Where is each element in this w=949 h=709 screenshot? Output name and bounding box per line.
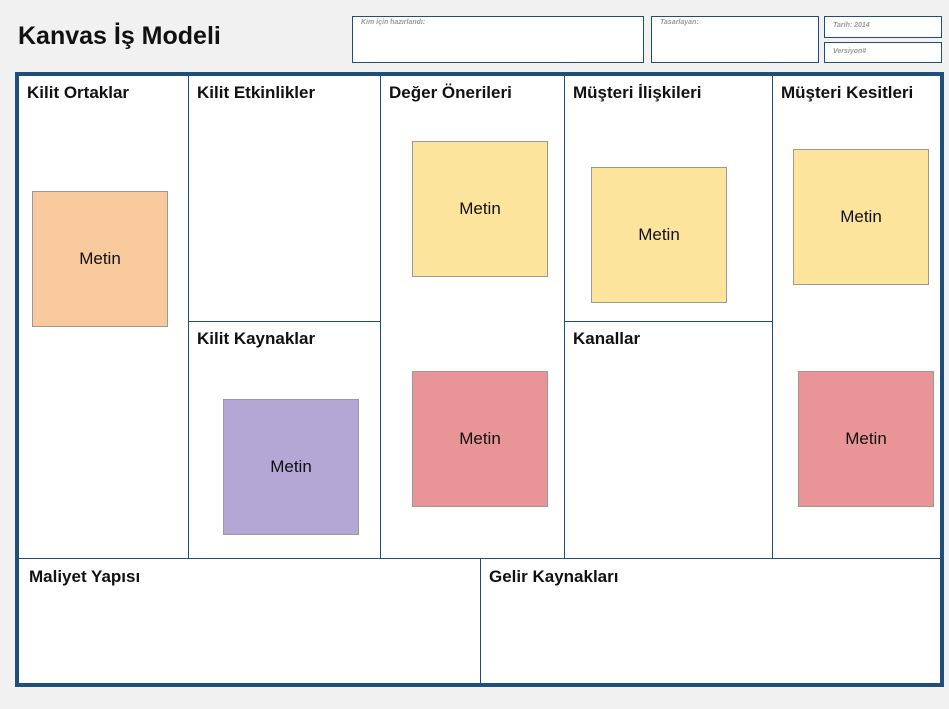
sticky-note-text: Metin — [638, 225, 680, 244]
prepared-for-field[interactable]: Kim için hazırlandı: — [352, 16, 644, 63]
date-label: Tarih: 2014 — [833, 22, 870, 29]
sticky-note[interactable]: Metin — [32, 191, 168, 327]
sticky-note[interactable]: Metin — [591, 167, 727, 303]
channels-label: Kanallar — [573, 329, 641, 348]
sticky-note[interactable]: Metin — [412, 371, 548, 507]
sticky-note-text: Metin — [840, 207, 882, 226]
prepared-for-label: Kim için hazırlandı: — [361, 19, 426, 26]
sticky-note-text: Metin — [270, 457, 312, 476]
cost-structure-label: Maliyet Yapısı — [29, 567, 141, 586]
business-model-canvas: Kilit Ortaklar Kilit Etkinlikler Kilit K… — [15, 72, 944, 687]
revenue-streams-section: Gelir Kaynakları — [480, 558, 941, 684]
version-field[interactable]: Versiyon# — [824, 42, 942, 63]
version-label: Versiyon# — [833, 48, 867, 55]
sticky-note-text: Metin — [459, 429, 501, 448]
revenue-streams-label: Gelir Kaynakları — [489, 567, 619, 586]
channels-section: Kanallar — [564, 321, 773, 559]
cost-structure-section: Maliyet Yapısı — [18, 558, 481, 684]
sticky-note[interactable]: Metin — [798, 371, 934, 507]
key-partners-label: Kilit Ortaklar — [27, 83, 130, 102]
customer-segments-label: Müşteri Kesitleri — [781, 83, 914, 102]
value-propositions-label: Değer Önerileri — [389, 83, 512, 102]
customer-relationships-label: Müşteri İlişkileri — [573, 83, 702, 102]
key-resources-label: Kilit Kaynaklar — [197, 329, 316, 348]
designer-field[interactable]: Tasarlayan: — [651, 16, 819, 63]
designer-label: Tasarlayan: — [660, 19, 699, 26]
page-title: Kanvas İş Modeli — [18, 22, 221, 50]
sticky-note[interactable]: Metin — [223, 399, 359, 535]
key-activities-section: Kilit Etkinlikler — [188, 75, 381, 322]
sticky-note[interactable]: Metin — [412, 141, 548, 277]
date-field[interactable]: Tarih: 2014 — [824, 16, 942, 38]
sticky-note[interactable]: Metin — [793, 149, 929, 285]
sticky-note-text: Metin — [845, 429, 887, 448]
sticky-note-text: Metin — [79, 249, 121, 268]
sticky-note-text: Metin — [459, 199, 501, 218]
key-activities-label: Kilit Etkinlikler — [197, 83, 316, 102]
